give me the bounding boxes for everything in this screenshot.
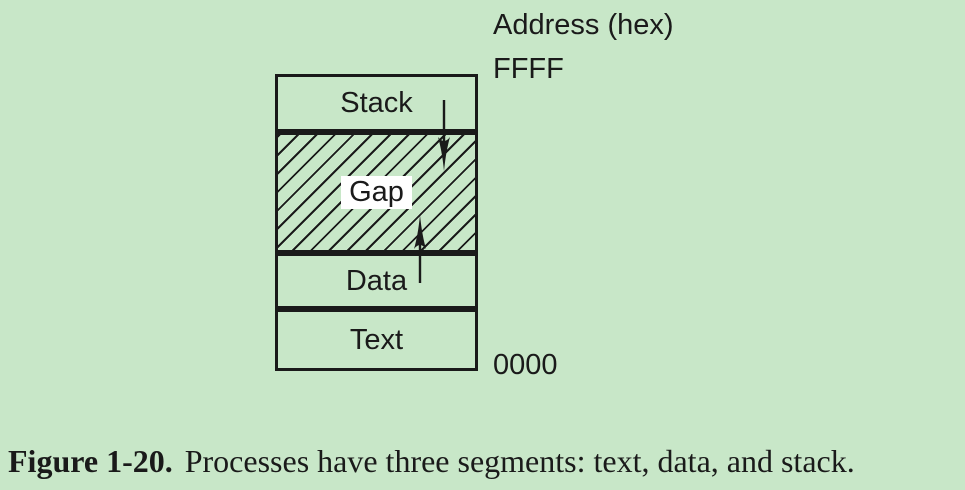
gap-segment-label: Gap xyxy=(341,176,412,209)
address-axis-title: Address (hex) xyxy=(493,9,674,41)
figure-caption: Figure 1-20. Processes have three segment… xyxy=(8,443,958,480)
address-top-value: FFFF xyxy=(493,53,564,85)
data-growth-up-arrow-icon xyxy=(414,215,426,283)
data-segment: Data xyxy=(275,253,478,309)
text-segment: Text xyxy=(275,309,478,371)
stack-growth-down-arrow-icon xyxy=(438,100,450,171)
stack-segment-label: Stack xyxy=(340,86,413,119)
figure-caption-label: Figure 1-20. xyxy=(8,443,173,479)
text-segment-label: Text xyxy=(349,323,404,356)
figure-caption-text: Processes have three segments: text, dat… xyxy=(184,443,855,479)
stack-segment: Stack xyxy=(275,74,478,132)
data-segment-label: Data xyxy=(345,264,408,297)
address-bottom-value: 0000 xyxy=(493,349,558,381)
